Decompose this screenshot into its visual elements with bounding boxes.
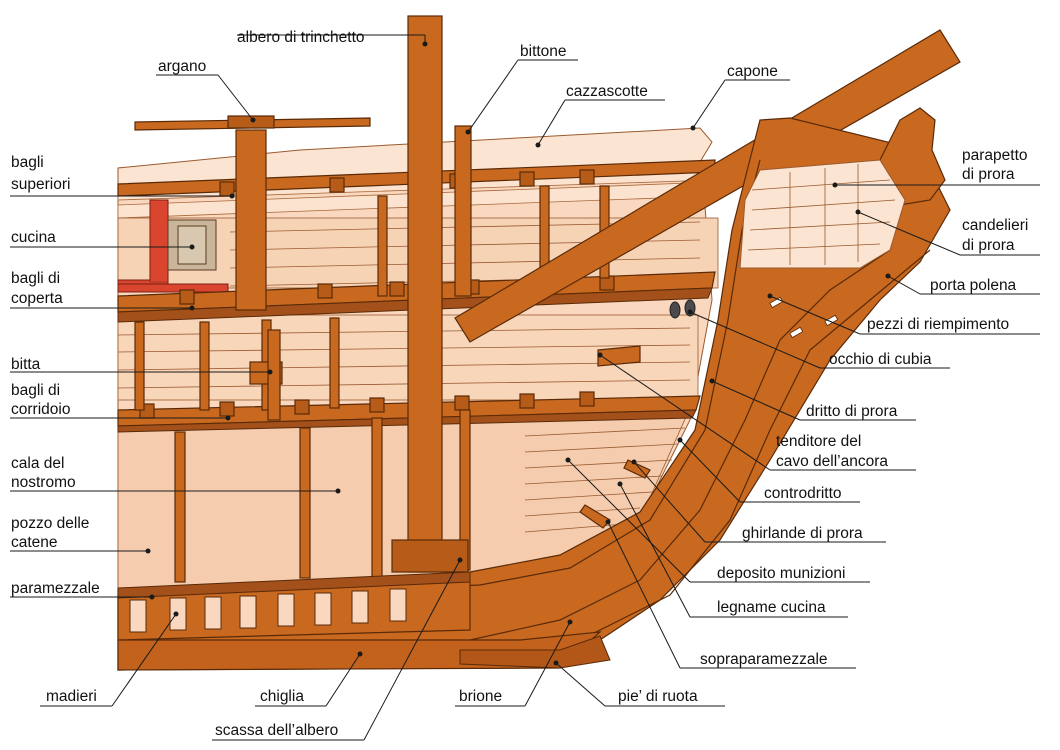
foremast — [391, 15, 469, 573]
label-occhio-di-cubia: occhio di cubia — [829, 351, 932, 368]
label-bagli-corridoio-2: corridoio — [11, 401, 70, 418]
label-porta-polena: porta polena — [930, 277, 1017, 294]
label-argano: argano — [158, 58, 206, 75]
label-candelieri-1: candelieri — [962, 217, 1028, 234]
label-albero-di-trinchetto: albero di trinchetto — [237, 29, 365, 46]
label-legname-cucina: legname cucina — [717, 599, 826, 616]
label-bagli-superiori-1: bagli — [11, 154, 44, 171]
label-deposito-munizioni: deposito munizioni — [717, 565, 845, 582]
label-bagli-coperta-2: coperta — [11, 290, 63, 307]
leader-lines — [10, 34, 1040, 741]
label-cucina: cucina — [11, 229, 56, 246]
label-bagli-corridoio-1: bagli di — [11, 382, 60, 399]
label-ghirlande-di-prora: ghirlande di prora — [742, 525, 863, 542]
bow-parapet — [739, 159, 906, 269]
label-tenditore-2: cavo dell’ancora — [776, 453, 888, 470]
label-brione: brione — [459, 688, 502, 705]
hawse-holes — [669, 299, 696, 319]
label-cazzascotte: cazzascotte — [566, 83, 648, 100]
label-paramezzale: paramezzale — [11, 580, 100, 597]
label-madieri: madieri — [46, 688, 97, 705]
label-controdritto: controdritto — [764, 485, 842, 502]
labels: albero di trinchetto bittone argano cazz… — [11, 29, 1028, 739]
label-bitta: bitta — [11, 356, 41, 373]
label-capone: capone — [727, 63, 778, 80]
label-pezzi-di-riempimento: pezzi di riempimento — [867, 316, 1009, 333]
stanchions — [134, 125, 610, 583]
label-tenditore-1: tenditore del — [776, 433, 861, 450]
label-chiglia: chiglia — [260, 688, 304, 705]
label-pozzo-2: catene — [11, 534, 58, 551]
label-pie-di-ruota: pie’ di ruota — [618, 688, 698, 705]
label-candelieri-2: di prora — [962, 237, 1015, 254]
label-parapetto-2: di prora — [962, 166, 1015, 183]
label-cala-2: nostromo — [11, 474, 76, 491]
floors — [117, 571, 471, 641]
label-dritto-di-prora: dritto di prora — [806, 403, 898, 420]
label-scassa-dell-albero: scassa dell’albero — [215, 722, 338, 739]
argano-capstan — [134, 115, 371, 131]
label-sopraparamezzale: sopraparamezzale — [700, 651, 828, 668]
label-bagli-superiori-2: superiori — [11, 176, 70, 193]
label-bittone: bittone — [520, 43, 567, 60]
label-cala-1: cala del — [11, 455, 64, 472]
label-pozzo-1: pozzo delle — [11, 515, 89, 532]
label-parapetto-1: parapetto — [962, 147, 1028, 164]
label-bagli-coperta-1: bagli di — [11, 270, 60, 287]
